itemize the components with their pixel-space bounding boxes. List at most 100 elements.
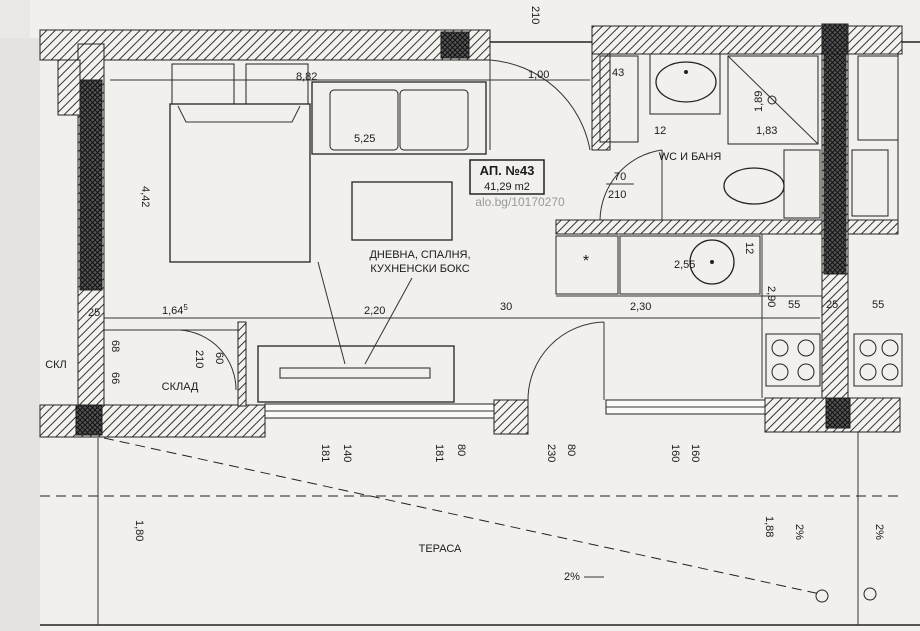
win-dim-230: 230	[545, 444, 557, 462]
dim-12: 12	[654, 125, 666, 137]
shower-tray	[727, 55, 819, 145]
terrace-slope-diagonal	[103, 437, 821, 595]
terrace-dim-188: 1,88	[763, 516, 775, 537]
tv	[279, 367, 431, 379]
apartment-tag-box	[469, 159, 545, 195]
neighbor-burner-1	[859, 339, 877, 357]
paper-sheet	[30, 0, 920, 631]
wc-door-swing	[599, 149, 663, 221]
win-dim-181a: 181	[319, 444, 331, 462]
win-dim-140: 140	[341, 444, 353, 462]
kitchen-marker: *	[583, 253, 589, 270]
neighbor-wall-2	[847, 219, 899, 235]
wc-left-wall	[591, 53, 611, 151]
wc-bottom-wall	[555, 219, 823, 235]
burner-2	[797, 339, 815, 357]
win-dim-80a: 80	[455, 444, 467, 456]
dim-55a: 55	[788, 299, 800, 311]
neighbor-burner-4	[881, 363, 899, 381]
win-dim-160a: 160	[669, 444, 681, 462]
dim-25a: 25	[826, 299, 838, 311]
terrace-drain-1	[815, 589, 829, 603]
door-width-70: 70	[614, 171, 626, 183]
bed	[169, 103, 311, 263]
bottom-wall-left	[39, 404, 266, 438]
terrace-door-swing	[527, 321, 605, 401]
column-right	[823, 53, 847, 275]
dim-30: 30	[500, 301, 512, 313]
burner-1	[771, 339, 789, 357]
column-bottom-left	[75, 404, 103, 436]
dim-12b: 12	[743, 242, 755, 254]
dim-189: 1,89	[753, 91, 765, 112]
kitchen-sink	[689, 239, 735, 285]
label-leader-1	[317, 261, 346, 365]
wash-basin-counter	[649, 53, 721, 115]
dim-25b: 25	[88, 307, 100, 319]
storage-dim-210: 210	[193, 350, 205, 368]
label-leader-2	[364, 277, 413, 365]
toilet-bowl	[723, 167, 785, 205]
dim-882: 8,82	[296, 71, 317, 83]
neighbor-shower	[857, 55, 899, 141]
terrace-label: ТЕРАСА	[419, 543, 462, 555]
column-top-right	[821, 23, 849, 55]
neighbor-burner-2	[881, 339, 899, 357]
terrace-slope-c: 2%	[873, 524, 885, 540]
living-room-label-2: КУХНЕНСКИ БОКС	[370, 263, 469, 275]
dim-290: 2,90	[765, 286, 777, 307]
terrace-drain-2	[863, 587, 877, 601]
win-dim-160b: 160	[689, 444, 701, 462]
wc-label: WC И БАНЯ	[659, 151, 722, 163]
top-wall-left	[39, 29, 491, 61]
dim-525: 5,25	[354, 133, 375, 145]
dim-210-top: 210	[529, 6, 541, 24]
column-bottom-right	[825, 397, 851, 429]
living-room-label-1: ДНЕВНА, СПАЛНЯ,	[369, 249, 470, 261]
dim-164: 1,645	[162, 303, 188, 317]
storage-partition	[237, 321, 247, 407]
column-left	[79, 79, 103, 291]
dim-255: 2,55	[674, 259, 695, 271]
terrace-dim-180: 1,80	[133, 520, 145, 541]
apartment-number: АП. №43	[480, 163, 535, 178]
storage-dim-68: 68	[109, 340, 121, 352]
sofa-cushion-left	[329, 89, 399, 151]
sink-drain	[710, 260, 714, 264]
dim-230: 2,30	[630, 301, 651, 313]
door-height-210: 210	[608, 189, 626, 201]
burner-4	[797, 363, 815, 381]
storage-dim-66: 66	[109, 372, 121, 384]
cooktop	[765, 333, 821, 387]
watermark: alo.bg/10170270	[475, 195, 565, 209]
basin-drain	[684, 70, 688, 74]
wash-basin	[655, 61, 717, 103]
left-wall-inner	[57, 59, 81, 116]
tv-console	[257, 345, 455, 403]
neighbor-cooktop	[853, 333, 903, 387]
shower-diag-1	[727, 55, 819, 145]
storage-label: СКЛАД	[162, 381, 199, 393]
dim-55b: 55	[872, 299, 884, 311]
burner-3	[771, 363, 789, 381]
sofa-cushion-right	[399, 89, 469, 151]
bed-pillow	[177, 105, 301, 123]
bottom-wall-mid	[493, 399, 529, 435]
dim-220: 2,20	[364, 305, 385, 317]
sink-counter	[619, 235, 761, 295]
win-dim-80b: 80	[565, 444, 577, 456]
paper-fold-left	[0, 38, 40, 631]
kitchen-cabinet	[555, 235, 619, 295]
storage-door-swing	[179, 329, 237, 391]
dim-100: 1,00	[528, 69, 549, 81]
win-dim-181b: 181	[433, 444, 445, 462]
shower-drain	[767, 95, 777, 105]
washer	[599, 55, 639, 143]
coffee-table	[351, 181, 453, 241]
storage-dim-60: 60	[213, 352, 225, 364]
neighbor-burner-3	[859, 363, 877, 381]
entry-door-swing	[489, 59, 591, 151]
sofa	[311, 81, 487, 155]
apartment-area: 41,29 m2	[484, 181, 530, 193]
